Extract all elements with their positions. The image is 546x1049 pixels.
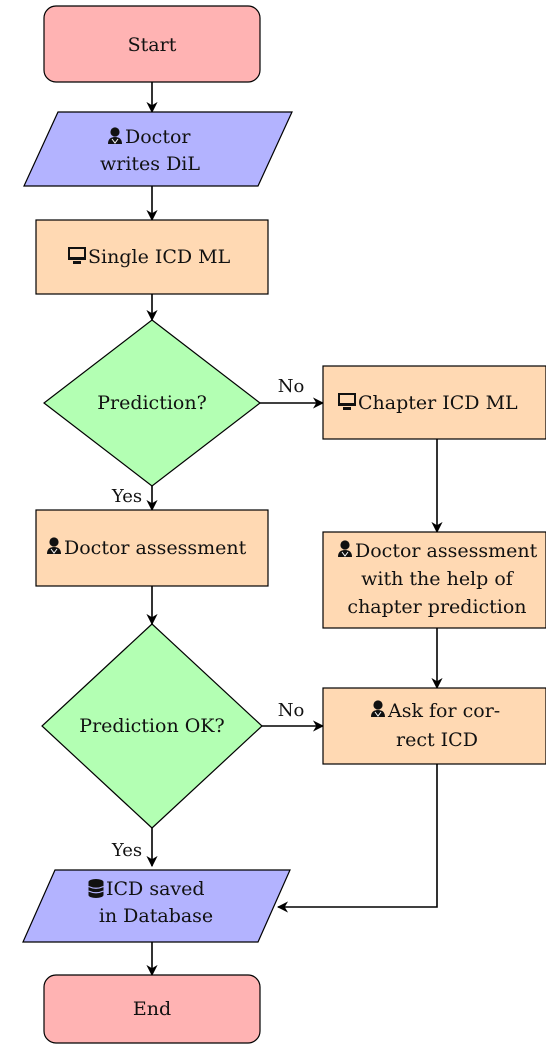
monitor-icon	[338, 393, 356, 410]
edge-ask-to-saved	[276, 764, 438, 913]
edge-label-prediction-no: No	[278, 376, 305, 397]
doctor-icon	[108, 127, 122, 144]
doctor-icon	[338, 540, 352, 557]
prediction-decision	[43, 319, 261, 487]
monitor-icon	[68, 247, 86, 264]
chapter-icd-node	[322, 365, 546, 440]
svg-text:Ask for cor-: Ask for cor-	[387, 700, 500, 722]
doctor-icon	[371, 700, 385, 717]
ask-correct-label: Ask for cor- rect ICD	[371, 700, 500, 751]
svg-text:Doctor assessment: Doctor assessment	[64, 537, 247, 559]
edge-label-ok-no: No	[278, 700, 305, 721]
doctor-assessment-label: Doctor assessment	[47, 537, 247, 559]
svg-text:Single ICD ML: Single ICD ML	[88, 246, 231, 268]
doctor-icon	[47, 537, 61, 554]
prediction-ok-label: Prediction OK?	[79, 715, 224, 737]
ask-correct-node	[322, 687, 546, 765]
end-label: End	[133, 998, 171, 1020]
svg-text:rect ICD: rect ICD	[396, 729, 478, 751]
svg-text:Chapter ICD ML: Chapter ICD ML	[358, 392, 518, 414]
icd-saved-label: ICD saved in Database	[88, 878, 213, 927]
svg-text:chapter prediction: chapter prediction	[347, 596, 526, 618]
single-icd-label: Single ICD ML	[68, 246, 231, 268]
doctor-assessment-chapter-label: Doctor assessment with the help of chapt…	[338, 540, 538, 618]
start-node	[43, 5, 261, 83]
database-icon	[88, 879, 104, 898]
prediction-ok-decision	[41, 623, 263, 829]
end-node	[43, 974, 261, 1044]
doctor-assessment-node	[35, 509, 269, 587]
svg-text:with the help of: with the help of	[361, 568, 515, 590]
prediction-label: Prediction?	[97, 392, 207, 414]
svg-text:Doctor: Doctor	[125, 126, 191, 148]
svg-text:writes DiL: writes DiL	[100, 153, 200, 175]
doctor-assessment-chapter-node	[322, 531, 546, 629]
edge-label-prediction-yes: Yes	[111, 486, 142, 507]
nodes	[22, 5, 546, 1044]
doctor-writes-node	[23, 111, 293, 187]
doctor-writes-label: Doctor writes DiL	[100, 126, 200, 175]
chapter-icd-label: Chapter ICD ML	[338, 392, 518, 414]
svg-text:ICD saved: ICD saved	[106, 878, 205, 900]
svg-text:in Database: in Database	[99, 905, 213, 927]
svg-text:Doctor assessment: Doctor assessment	[355, 540, 538, 562]
edge-label-ok-yes: Yes	[111, 840, 142, 861]
start-label: Start	[128, 34, 177, 56]
edges	[146, 82, 443, 977]
